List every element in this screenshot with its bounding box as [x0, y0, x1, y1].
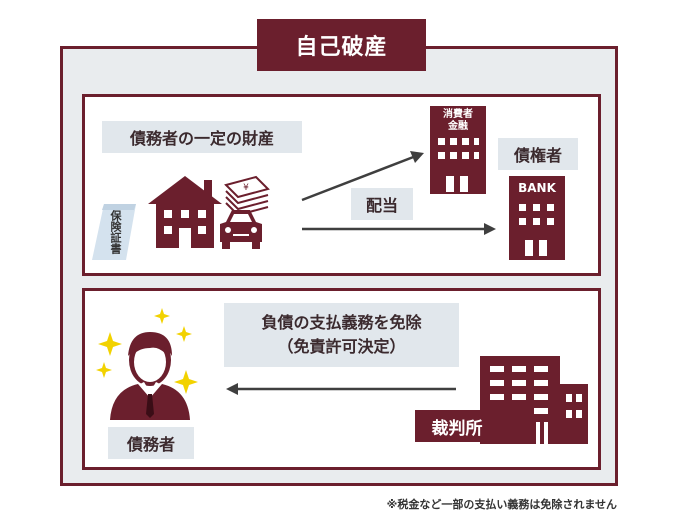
dividend-label: 配当 [351, 188, 413, 220]
sparkle-icon [96, 308, 198, 394]
arrow-to-bank [302, 223, 496, 235]
page-title: 自己破産 [257, 19, 426, 71]
exemption-label-line2: （免責許可決定） [277, 337, 406, 356]
insurance-document-icon [92, 204, 136, 260]
arrow-to-debtor [226, 383, 456, 395]
consumer-finance-label: 消費者 金融 [430, 109, 486, 133]
property-label: 債務者の一定の財産 [102, 121, 302, 153]
exemption-label-line1: 負債の支払義務を免除 [261, 313, 422, 332]
exemption-label: 負債の支払義務を免除 （免責許可決定） [224, 303, 459, 367]
bank-label: BANK [518, 181, 556, 195]
insurance-label: 保険証書 [109, 210, 122, 254]
debtor-label: 債務者 [108, 427, 194, 459]
consumer-finance-building-icon [430, 106, 486, 194]
bank-building-icon [509, 176, 565, 260]
car-icon [220, 210, 262, 249]
svg-text:¥: ¥ [243, 183, 249, 193]
court-label: 裁判所 [415, 410, 499, 442]
creditor-label: 債権者 [498, 138, 578, 170]
consumer-finance-label-line2: 金融 [448, 121, 468, 132]
house-icon [148, 176, 222, 248]
debtor-person-icon [96, 308, 198, 420]
arrow-to-consumer-finance [301, 151, 424, 202]
footnote: ※税金など一部の支払い義務は免除されません [386, 498, 617, 511]
consumer-finance-label-line1: 消費者 [443, 109, 473, 120]
